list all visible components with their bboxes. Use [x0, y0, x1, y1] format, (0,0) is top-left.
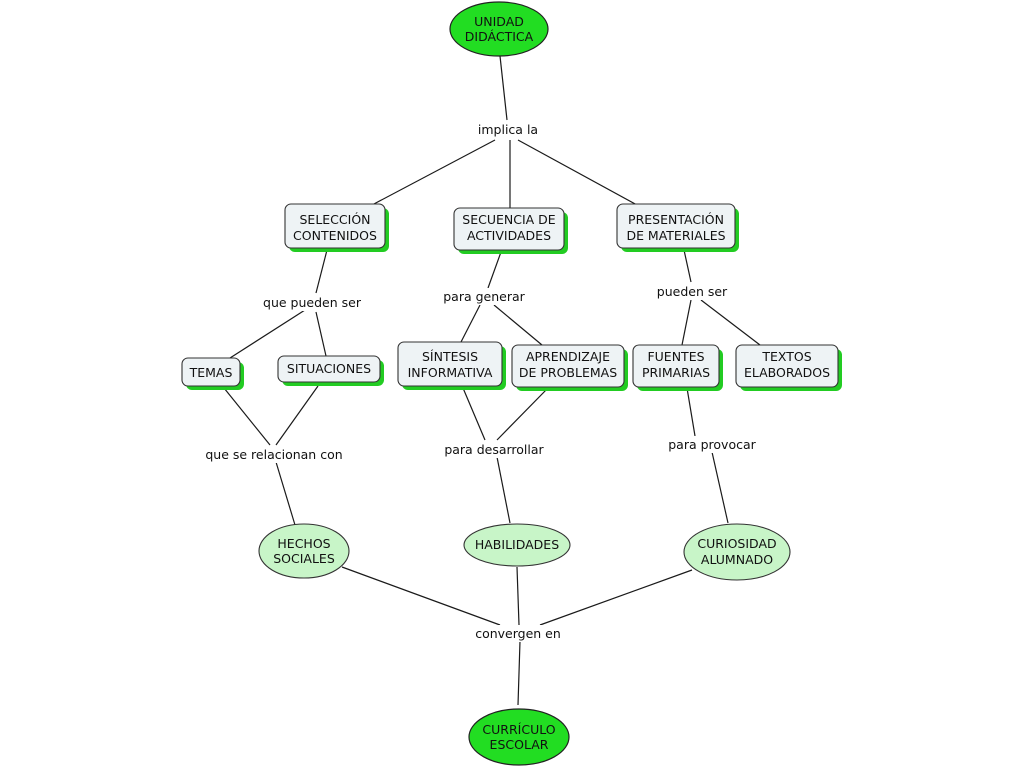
edge: [315, 311, 327, 357]
link-pueden-ser: pueden ser: [654, 283, 732, 300]
concept-label-line: UNIDAD: [474, 14, 524, 29]
link-pueden-ser-text: pueden ser: [657, 284, 728, 299]
link-para-desarrollar-text: para desarrollar: [444, 442, 544, 457]
edge: [275, 461, 296, 526]
linking-phrases: implica la que pueden ser para generar p…: [202, 121, 759, 642]
concept-label-line: SELECCIÓN: [299, 212, 370, 227]
edge: [700, 299, 761, 346]
edge: [517, 640, 521, 706]
link-para-desarrollar: para desarrollar: [441, 441, 547, 458]
link-que-se-relacionan-text: que se relacionan con: [205, 447, 342, 462]
edge: [681, 299, 692, 346]
concept-label-line: CONTENIDOS: [293, 228, 377, 243]
concept-label-line: CURRÍCULO: [482, 722, 555, 737]
link-para-provocar-text: para provocar: [668, 437, 756, 452]
link-para-generar: para generar: [440, 288, 528, 305]
link-convergen: convergen en: [473, 625, 563, 642]
edge: [683, 249, 692, 283]
edge: [229, 309, 306, 359]
link-para-provocar: para provocar: [665, 436, 759, 453]
concept-label-line: SOCIALES: [273, 551, 335, 566]
concept-label-line: SECUENCIA DE: [462, 212, 556, 227]
concept-curriculo-escolar: CURRÍCULO ESCOLAR: [468, 708, 570, 766]
edges: [223, 55, 761, 706]
concept-label-line: PRIMARIAS: [642, 365, 710, 380]
concept-sintesis-informativa: SÍNTESIS INFORMATIVA: [397, 341, 506, 390]
link-para-generar-text: para generar: [443, 289, 525, 304]
link-que-se-relacionan: que se relacionan con: [202, 446, 344, 463]
edge: [686, 387, 696, 437]
edge: [493, 304, 543, 346]
link-convergen-text: convergen en: [475, 626, 561, 641]
edge: [539, 569, 693, 626]
concept-label-line: CURIOSIDAD: [697, 536, 776, 551]
concept-label-line: ALUMNADO: [701, 552, 773, 567]
edge: [462, 387, 486, 441]
edge: [371, 139, 496, 206]
edge: [711, 451, 729, 524]
concept-seleccion-contenidos: SELECCIÓN CONTENIDOS: [284, 203, 389, 252]
concept-presentacion-materiales: PRESENTACIÓN DE MATERIALES: [616, 203, 739, 252]
link-implica: implica la: [474, 121, 544, 138]
concept-label-line: DE MATERIALES: [626, 228, 725, 243]
concept-aprendizaje-problemas: APRENDIZAJE DE PROBLEMAS: [511, 344, 628, 391]
concept-label-line: DIDÁCTICA: [465, 29, 534, 44]
edge: [516, 566, 520, 626]
concept-label-line: TEMAS: [189, 365, 233, 380]
concept-label-line: SÍNTESIS: [422, 349, 478, 364]
link-que-pueden: que pueden ser: [260, 294, 364, 311]
concept-situaciones: SITUACIONES: [277, 355, 384, 386]
edge: [223, 387, 271, 446]
edge: [496, 456, 511, 524]
concept-label-line: SITUACIONES: [287, 361, 371, 376]
concept-curiosidad-alumnado: CURIOSIDAD ALUMNADO: [683, 523, 791, 581]
concept-label-line: ESCOLAR: [490, 737, 549, 752]
concept-label-line: ELABORADOS: [744, 365, 830, 380]
concept-label-line: PRESENTACIÓN: [628, 212, 724, 227]
concept-label-line: INFORMATIVA: [408, 365, 493, 380]
concept-label-line: HECHOS: [277, 536, 330, 551]
concept-secuencia-actividades: SECUENCIA DE ACTIVIDADES: [453, 207, 568, 254]
edge: [275, 385, 319, 446]
concept-label-line: APRENDIZAJE: [526, 349, 610, 364]
concept-label-line: DE PROBLEMAS: [519, 365, 617, 380]
concept-hechos-sociales: HECHOS SOCIALES: [258, 523, 350, 579]
edge: [487, 251, 502, 289]
edge: [499, 55, 508, 121]
edge: [341, 566, 501, 626]
link-que-pueden-text: que pueden ser: [263, 295, 362, 310]
concept-label-line: TEXTOS: [761, 349, 811, 364]
edge: [496, 387, 549, 441]
concept-label-line: FUENTES: [647, 349, 704, 364]
edge: [460, 304, 481, 343]
edge: [315, 249, 328, 294]
concept-textos-elaborados: TEXTOS ELABORADOS: [735, 344, 842, 391]
concept-unidad-didactica: UNIDAD DIDÁCTICA: [449, 1, 549, 57]
concept-habilidades: HABILIDADES: [463, 523, 571, 567]
edge: [517, 139, 638, 206]
concept-fuentes-primarias: FUENTES PRIMARIAS: [632, 344, 723, 391]
concept-temas: TEMAS: [181, 357, 244, 390]
link-implica-text: implica la: [478, 122, 538, 137]
concept-label-line: HABILIDADES: [475, 537, 559, 552]
concept-label-line: ACTIVIDADES: [467, 228, 551, 243]
